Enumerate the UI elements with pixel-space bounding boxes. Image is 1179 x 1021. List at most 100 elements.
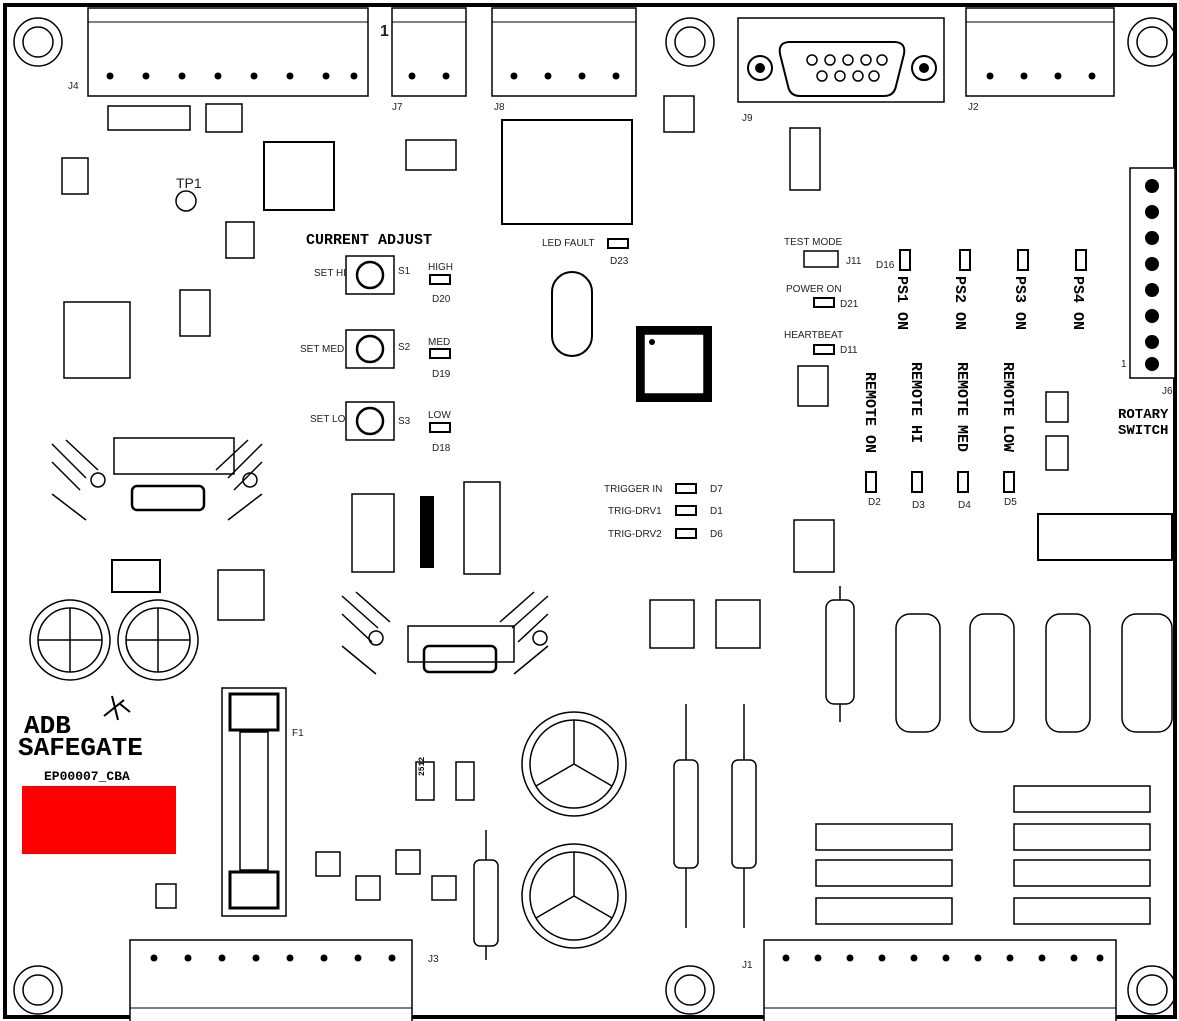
smd-resistor-2512-a xyxy=(415,761,435,801)
capacitor-smd xyxy=(61,157,89,195)
ic-dip-right-1 xyxy=(1045,391,1069,423)
connector-j1[interactable] xyxy=(763,939,1117,1021)
smd-resistor-2512-b xyxy=(455,761,475,801)
component-block-4 xyxy=(815,859,953,887)
low-led-label: LOW xyxy=(428,410,451,421)
connector-j2[interactable] xyxy=(965,7,1115,97)
set-hi-button[interactable] xyxy=(345,255,395,295)
optocoupler-1 xyxy=(649,599,695,649)
connector-j3[interactable] xyxy=(129,939,413,1021)
low-led xyxy=(429,422,451,433)
power-on-label: POWER ON xyxy=(786,284,842,295)
connector-j8-label: J8 xyxy=(494,102,505,113)
ps3-on-label: PS3 ON xyxy=(1011,276,1028,330)
connector-j6-label: J6 xyxy=(1162,386,1173,397)
transformer-left xyxy=(63,301,131,379)
mounting-hole-bottom-right xyxy=(1127,965,1177,1015)
sot-component xyxy=(663,95,695,133)
fuse-f1[interactable] xyxy=(221,687,287,917)
d18-label: D18 xyxy=(432,443,451,454)
d23-label: D23 xyxy=(610,256,629,267)
connector-j4[interactable] xyxy=(87,7,369,97)
d11-label: D11 xyxy=(840,345,858,356)
d4-label: D4 xyxy=(958,500,971,511)
ic-dip-right-3 xyxy=(1037,513,1173,561)
j11-label: J11 xyxy=(846,256,862,267)
power-resistor-2 xyxy=(969,613,1015,733)
d20-label: D20 xyxy=(432,294,451,305)
diode-smd xyxy=(205,103,243,133)
connector-j1-label: J1 xyxy=(742,960,753,971)
power-resistor-4 xyxy=(1121,613,1173,733)
optocoupler-2 xyxy=(715,599,761,649)
set-lo-label: SET LO xyxy=(310,414,346,425)
led-fault-label: LED FAULT xyxy=(542,238,595,249)
test-point-tp1[interactable] xyxy=(175,190,197,212)
component-block-1 xyxy=(1013,785,1151,813)
connector-j4-label: J4 xyxy=(68,81,79,92)
s1-label: S1 xyxy=(398,266,411,277)
trig-drv2-label: TRIG-DRV2 xyxy=(608,529,662,540)
high-led-label: HIGH xyxy=(428,262,453,273)
power-on-led xyxy=(813,297,835,308)
pad-4 xyxy=(431,875,457,901)
remote-hi-led xyxy=(911,471,923,493)
ic-soic-near-current xyxy=(225,221,255,259)
remote-med-led xyxy=(957,471,969,493)
test-mode-jumper[interactable] xyxy=(803,250,839,268)
med-led-label: MED xyxy=(428,337,450,348)
power-resistor-3 xyxy=(1045,613,1091,733)
trig-drv1-led xyxy=(675,505,697,516)
d7-label: D7 xyxy=(710,484,723,495)
heartbeat-label: HEARTBEAT xyxy=(784,330,843,341)
connector-j9-label: J9 xyxy=(742,113,753,124)
resistor-axial-2 xyxy=(673,704,699,928)
d19-label: D19 xyxy=(432,369,451,380)
diode-large-left xyxy=(111,559,161,593)
heartbeat-led xyxy=(813,344,835,355)
d1-label: D1 xyxy=(710,506,723,517)
label-area-red xyxy=(22,786,176,854)
power-resistor-1 xyxy=(895,613,941,733)
trig-drv2-led xyxy=(675,528,697,539)
led-fault-indicator xyxy=(607,238,629,249)
d21-label: D21 xyxy=(840,299,859,310)
set-lo-button[interactable] xyxy=(345,401,395,441)
logo-safegate: SAFEGATE xyxy=(18,733,143,763)
ps3-led xyxy=(1017,249,1029,271)
crystal-oscillator xyxy=(551,271,593,357)
d6-label: D6 xyxy=(710,529,723,540)
set-med-button[interactable] xyxy=(345,329,395,369)
ps1-on-label: PS1 ON xyxy=(893,276,910,330)
connector-j9-dsub[interactable] xyxy=(737,17,945,103)
pad-2 xyxy=(355,875,381,901)
pad-3 xyxy=(395,849,421,875)
capacitor-electrolytic-3 xyxy=(521,711,627,817)
d5-label: D5 xyxy=(1004,497,1017,508)
connector-j6-pin1: 1 xyxy=(1121,359,1127,370)
connector-j8[interactable] xyxy=(491,7,637,97)
trig-drv1-label: TRIG-DRV1 xyxy=(608,506,662,517)
d3-label: D3 xyxy=(912,500,925,511)
s2-label: S2 xyxy=(398,342,411,353)
resistor-axial-4 xyxy=(825,586,855,722)
connector-j7-label: J7 xyxy=(392,102,403,113)
set-med-label: SET MED xyxy=(300,344,344,355)
set-hi-label: SET HI xyxy=(314,268,346,279)
part-number: EP00007_CBA xyxy=(44,769,130,784)
ps2-on-label: PS2 ON xyxy=(951,276,968,330)
trigger-in-led xyxy=(675,483,697,494)
resistor-array xyxy=(420,496,434,568)
ic-soic-top xyxy=(789,127,821,191)
pad-1 xyxy=(315,851,341,877)
capacitor-electrolytic-2 xyxy=(117,599,199,681)
resistor-axial-3 xyxy=(731,704,757,928)
rotary-switch-label-2: SWITCH xyxy=(1118,423,1168,439)
connector-j7[interactable] xyxy=(391,7,467,97)
ic-dip-right-2 xyxy=(1045,435,1069,471)
ps4-led xyxy=(1075,249,1087,271)
ic-module-large xyxy=(501,119,633,225)
connector-j6[interactable] xyxy=(1129,167,1176,379)
capacitor-electrolytic-1 xyxy=(29,599,111,681)
